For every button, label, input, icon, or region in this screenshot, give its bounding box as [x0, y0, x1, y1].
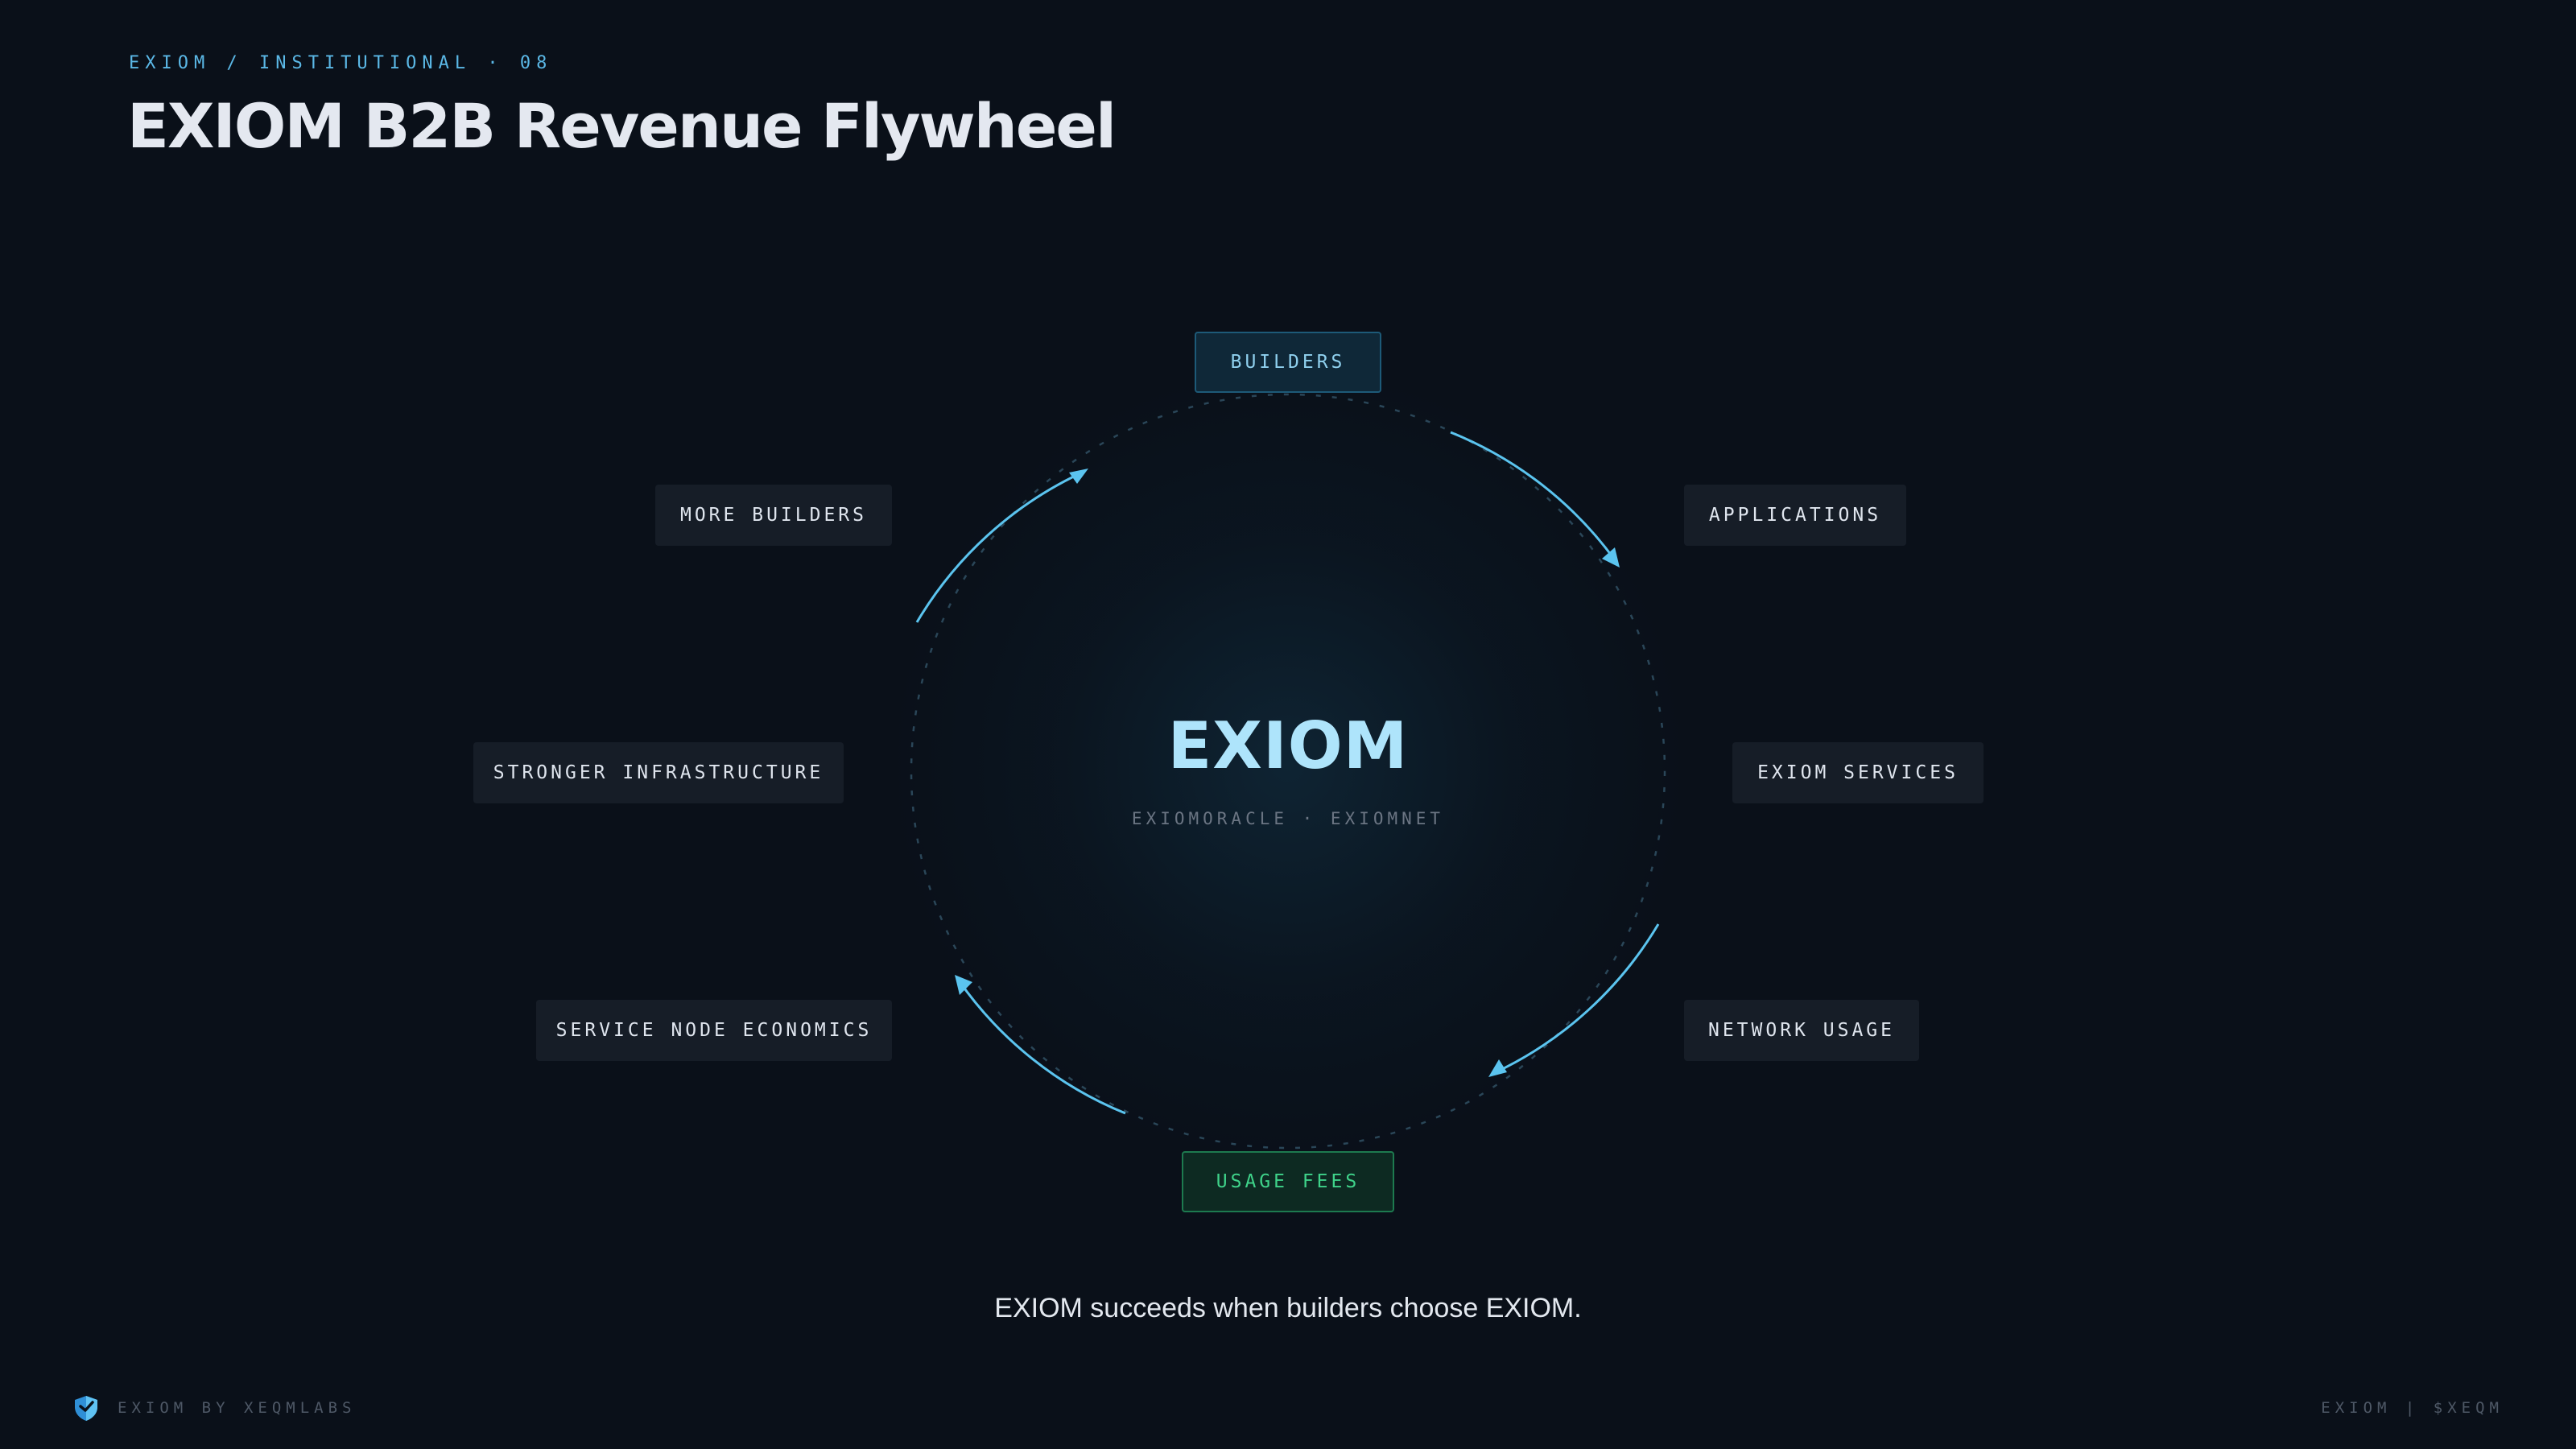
arrowhead-applications	[1602, 547, 1620, 568]
node-exiom-services: EXIOM SERVICES	[1732, 742, 1984, 803]
arrow-services-to-network-usage	[1495, 923, 1660, 1074]
arrowhead-network-usage	[1488, 1059, 1507, 1077]
tagline: EXIOM succeeds when builders choose EXIO…	[994, 1293, 1582, 1323]
arrowhead-service-nodes	[955, 975, 972, 995]
shield-logo-icon	[72, 1394, 100, 1422]
node-builders: BUILDERS	[1195, 332, 1381, 393]
node-network-usage: NETWORK USAGE	[1684, 1000, 1919, 1061]
footer-brand-text: EXIOM BY XEQMLABS	[118, 1399, 357, 1417]
arrow-infrastructure-to-more-builders	[915, 472, 1081, 623]
node-usage-fees: USAGE FEES	[1182, 1151, 1394, 1212]
node-more-builders: MORE BUILDERS	[655, 485, 892, 546]
page-title: EXIOM B2B Revenue Flywheel	[127, 90, 1117, 162]
center-subtitle: EXIOMORACLE · EXIOMNET	[1131, 809, 1445, 828]
arrow-builders-to-applications	[1450, 431, 1617, 562]
node-applications: APPLICATIONS	[1684, 485, 1906, 546]
flywheel-track	[910, 393, 1666, 1150]
arrow-fees-to-service-nodes	[957, 980, 1126, 1115]
eyebrow: EXIOM / INSTITUTIONAL · 08	[129, 53, 553, 73]
node-service-node-economics: SERVICE NODE ECONOMICS	[536, 1000, 892, 1061]
node-stronger-infrastructure: STRONGER INFRASTRUCTURE	[473, 742, 844, 803]
footer-brand: EXIOM BY XEQMLABS	[72, 1394, 356, 1422]
arrowhead-more-builders	[1069, 469, 1088, 484]
footer-ticker: EXIOM | $XEQM	[2321, 1399, 2504, 1417]
center-title: EXIOM	[1167, 708, 1409, 783]
